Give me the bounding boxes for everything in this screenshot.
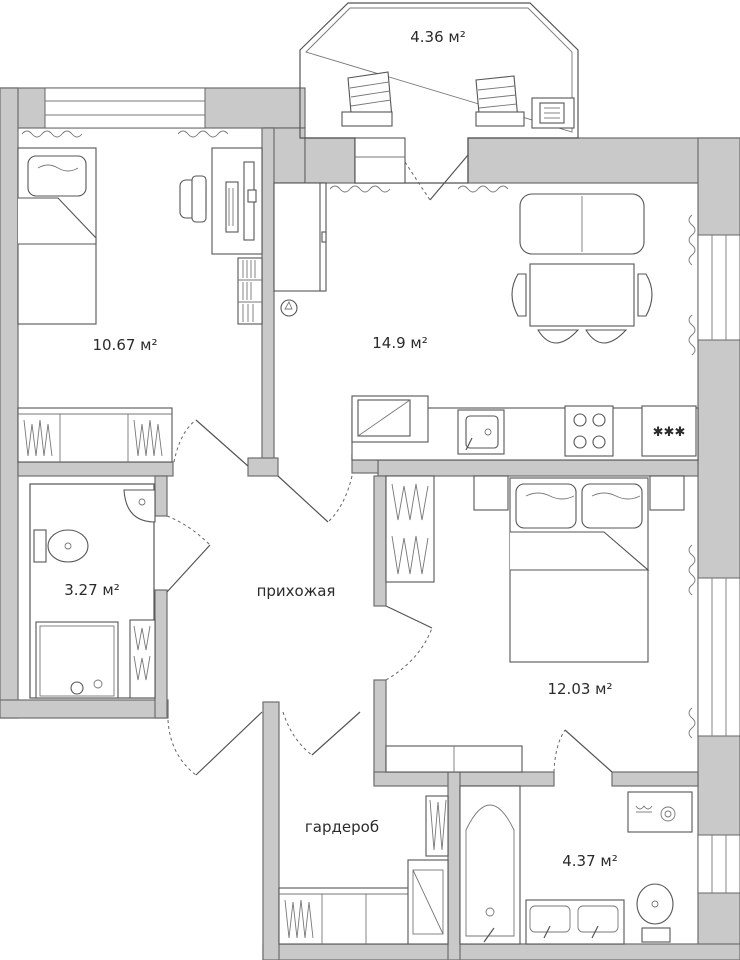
window-right-2 <box>697 577 740 737</box>
wall-bottom <box>262 943 740 960</box>
room-area-bathroom-small: 3.27 м² <box>64 581 120 599</box>
door-bathroom-large <box>564 729 613 773</box>
room-name-hallway: прихожая <box>257 582 336 600</box>
fridge <box>351 395 429 443</box>
room-area-balcony: 4.36 м² <box>410 28 466 46</box>
dining-table <box>511 263 653 344</box>
bathroom-small: 3.27 м² <box>29 483 156 699</box>
balcony-outline <box>299 2 579 184</box>
wall-bottom-left <box>0 699 169 719</box>
wall-node <box>247 457 279 477</box>
shower <box>35 621 119 699</box>
stove <box>564 405 614 457</box>
shelf-wardrobe-room <box>425 795 449 857</box>
toilet-large <box>636 883 674 943</box>
office-chair <box>179 175 207 223</box>
wall-wardrobe-left <box>262 701 280 960</box>
wall-kitchen-bedroom <box>377 459 699 477</box>
door-bedroom-right <box>385 605 433 629</box>
sink-kitchen <box>457 409 505 455</box>
wall-bath-top <box>373 771 555 787</box>
balcony-door-frame <box>354 137 406 184</box>
radiators <box>21 130 696 739</box>
room-area-living: 14.9 м² <box>372 334 428 352</box>
hob-symbol: ✱✱✱ <box>653 425 686 440</box>
door-bathroom-small <box>166 544 211 593</box>
sofa <box>519 193 645 255</box>
living-room: 14.9 м² <box>273 182 653 352</box>
wardrobe-right <box>385 475 435 583</box>
fan-icon <box>280 299 298 317</box>
toilet-small <box>33 529 89 563</box>
bedroom-left: 10.67 м² <box>17 147 263 463</box>
door-living <box>277 475 329 523</box>
bookshelf-left <box>237 257 263 325</box>
wall-balcony-left <box>304 137 356 184</box>
window-top-left <box>44 87 206 129</box>
room-area-bedroom-right: 12.03 м² <box>547 680 612 698</box>
balcony <box>299 2 579 201</box>
door-wardrobe <box>311 711 361 756</box>
nightstand-left <box>473 475 509 511</box>
bed-right <box>509 477 650 663</box>
kitchen: ✱✱✱ <box>351 395 699 461</box>
washing-machine-icon <box>627 791 693 833</box>
desk <box>211 147 263 255</box>
door-bedroom-left <box>195 419 249 467</box>
wall-top-right <box>467 137 740 184</box>
wardrobe-room: гардероб <box>278 795 449 945</box>
wall-smallbath-right-top <box>154 475 168 517</box>
hob <box>641 405 697 457</box>
room-area-bathroom-large: 4.37 м² <box>562 852 618 870</box>
newspaper-icon <box>531 97 575 129</box>
bed-left <box>17 147 97 325</box>
bathtub <box>459 785 521 945</box>
balcony-door-leaf <box>429 154 469 201</box>
wall-bath-top-right <box>611 771 699 787</box>
washing-machine <box>407 859 449 945</box>
wall-bedroom-bath <box>17 461 174 477</box>
wall-smallbath-right <box>154 589 168 719</box>
window-right-1 <box>697 234 740 341</box>
balcony-chair-right <box>475 75 525 127</box>
walls <box>0 87 740 960</box>
shelf-small-bath <box>129 619 156 699</box>
bedroom-right: 12.03 м² <box>385 475 685 773</box>
hallway: прихожая <box>166 419 433 776</box>
door-entrance <box>195 711 263 776</box>
room-name-wardrobe: гардероб <box>305 818 379 836</box>
wall-bedroom-living <box>261 127 275 474</box>
bathroom-large: 4.37 м² <box>407 785 693 945</box>
wall-bath-left <box>447 771 461 960</box>
balcony-chair-left <box>341 71 393 127</box>
tv-stand <box>273 182 327 292</box>
window-right-3 <box>697 834 740 894</box>
washbasins <box>525 899 625 945</box>
wall-left <box>0 87 19 719</box>
wall-bedroom-right-low <box>373 679 387 781</box>
wall-bedroom-right-left <box>373 475 387 607</box>
dresser-right <box>385 745 523 773</box>
room-area-bedroom-left: 10.67 м² <box>92 336 157 354</box>
washbasin-small <box>123 489 156 523</box>
nightstand-right <box>649 475 685 511</box>
wardrobe-left <box>17 407 173 463</box>
